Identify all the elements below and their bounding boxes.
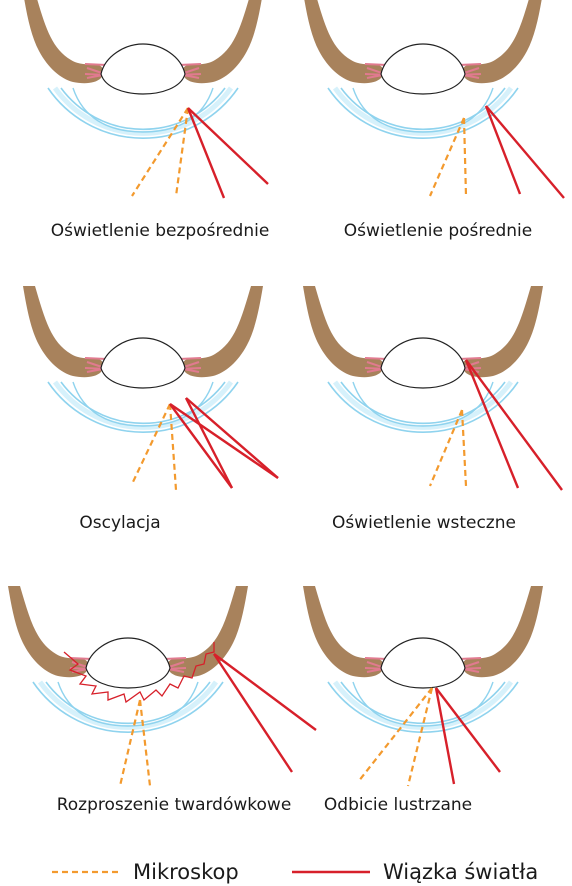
legend-microscope-label: Mikroskop — [133, 860, 239, 884]
panel-caption: Oświetlenie bezpośrednie — [51, 221, 270, 241]
panel-indirect: Oświetlenie pośrednie — [303, 0, 564, 241]
panel-direct: Oświetlenie bezpośrednie — [23, 0, 269, 241]
legend-light-beam-label: Wiązka światła — [383, 860, 538, 884]
panel-scleral: Rozproszenie twardówkowe — [8, 586, 316, 815]
light-beam-lines — [466, 360, 562, 490]
light-beam-lines — [188, 108, 268, 198]
microscope-lines — [120, 700, 150, 786]
microscope-lines — [132, 108, 188, 196]
panel-caption: Oscylacja — [79, 513, 160, 533]
panel-oscillation: Oscylacja — [23, 286, 278, 533]
light-beam-lines — [486, 106, 564, 198]
panel-retro: Oświetlenie wsteczne — [303, 286, 562, 533]
microscope-lines — [358, 688, 432, 786]
light-beam-lines — [214, 654, 316, 772]
panel-caption: Oświetlenie wsteczne — [332, 513, 516, 533]
panel-specular: Odbicie lustrzane — [303, 586, 543, 815]
legend: Mikroskop Wiązka światła — [52, 860, 538, 884]
panel-caption: Odbicie lustrzane — [324, 795, 472, 815]
panel-caption: Oświetlenie pośrednie — [344, 221, 532, 241]
light-beam-lines — [170, 398, 278, 488]
microscope-lines — [132, 404, 176, 490]
panel-caption: Rozproszenie twardówkowe — [57, 795, 292, 815]
